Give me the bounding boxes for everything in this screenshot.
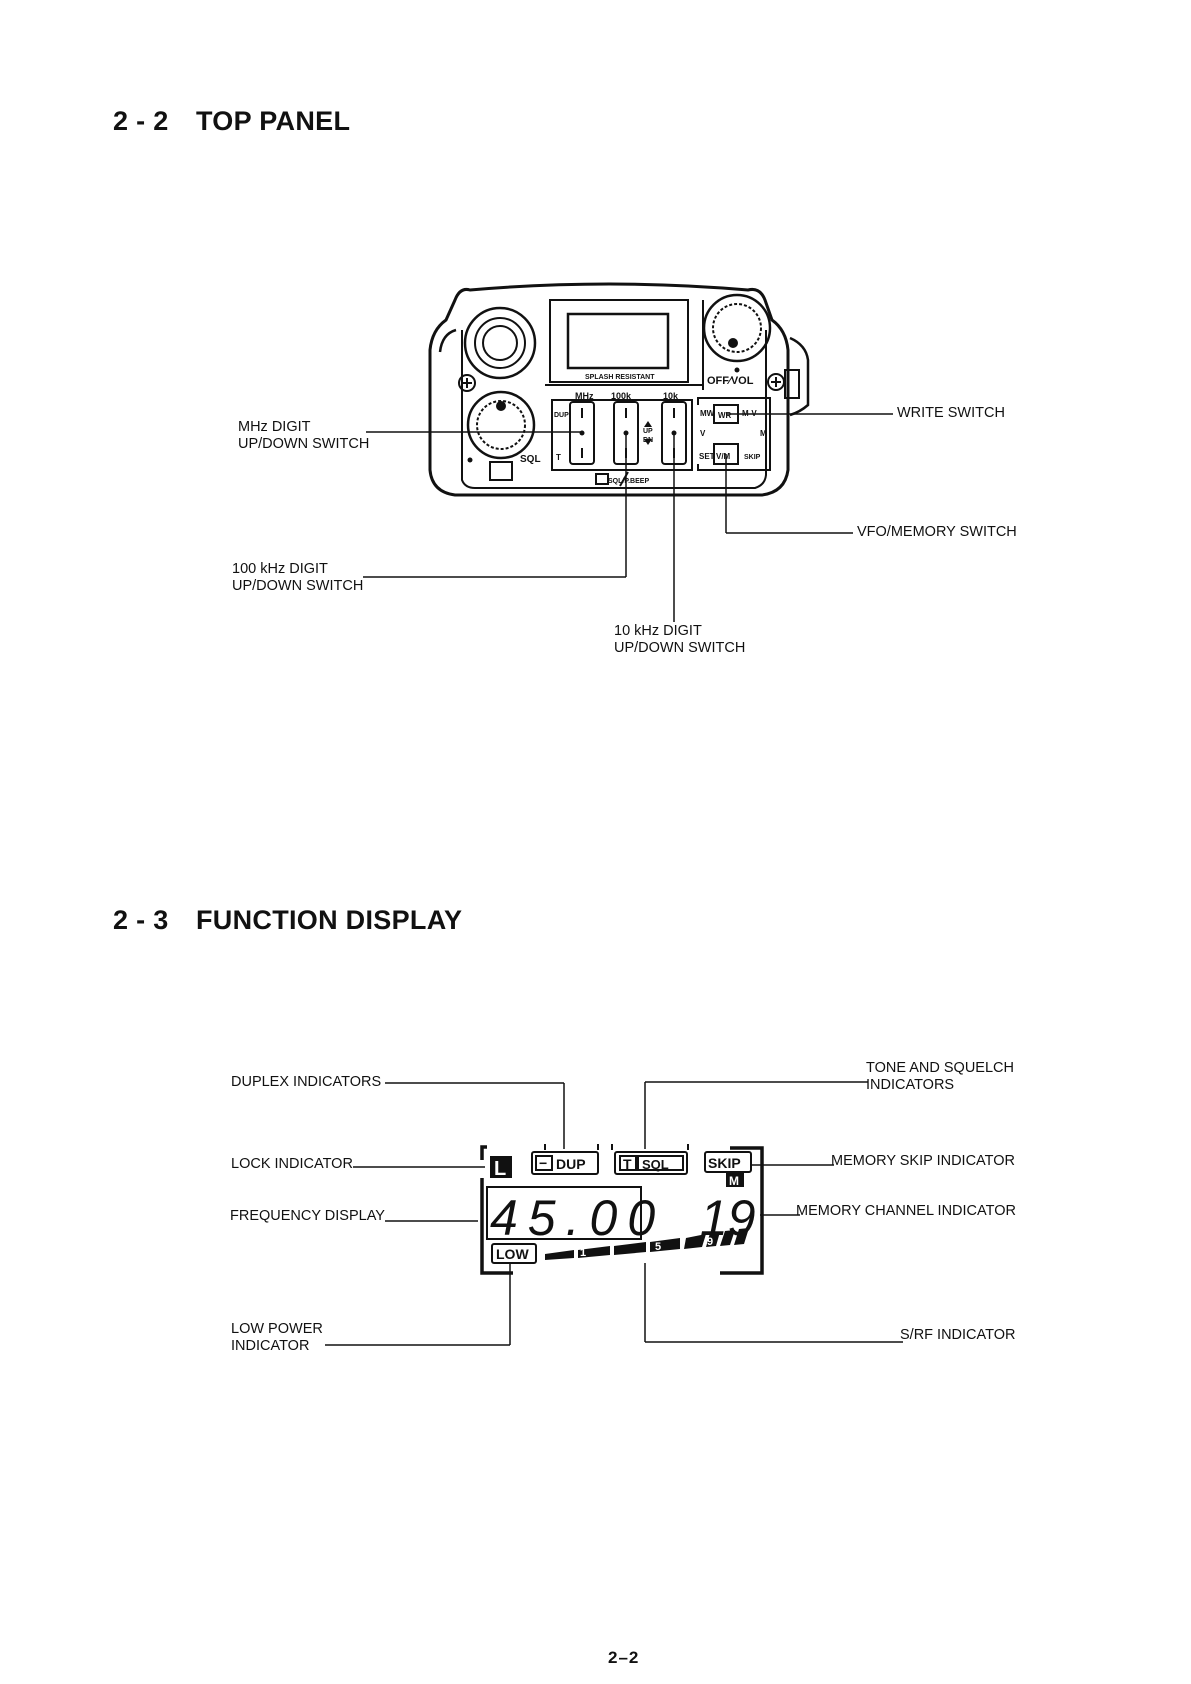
lock-indicator-text: L (494, 1158, 506, 1180)
page-number: 2–2 (608, 1648, 640, 1667)
callout-duplex-indicators: DUPLEX INDICATORS (231, 1074, 381, 1091)
up-text: UP (643, 428, 653, 435)
section-title: TOP PANEL (196, 106, 351, 136)
dup-text: DUP (554, 412, 569, 419)
set-text: SET (699, 452, 715, 461)
section-title: FUNCTION DISPLAY (196, 905, 463, 935)
screw-icon (458, 374, 476, 392)
sql-indicator: SQL (642, 1157, 669, 1172)
callout-line: DUPLEX INDICATORS (231, 1074, 382, 1090)
callout-tone-squelch-indicators: TONE AND SQUELCH INDICATORS (866, 1060, 1014, 1094)
callout-lock-indicator: LOCK INDICATOR (231, 1156, 353, 1173)
dup-indicator: DUP (556, 1156, 586, 1172)
sql-text: SQL (520, 454, 541, 465)
lcd-frame-right (720, 1146, 764, 1275)
10k-text: 10k (663, 391, 679, 401)
callout-line: UP/DOWN SWITCH (614, 640, 746, 656)
skip-text: SKIP (744, 454, 761, 461)
callout-line: UP/DOWN SWITCH (232, 578, 364, 594)
skip-indicator: SKIP (708, 1155, 741, 1171)
callout-line: WRITE SWITCH (897, 405, 1005, 421)
v-m-text: V/M (716, 452, 731, 461)
tsql-pbeep-text: SQL/P.BEEP (608, 478, 649, 485)
callout-line: MEMORY SKIP INDICATOR (831, 1153, 1015, 1169)
callout-10khz-switch: 10 kHz DIGIT UP/DOWN SWITCH (614, 623, 745, 657)
callout-line: TONE AND SQUELCH (866, 1060, 1014, 1076)
s-meter-9: 9 (707, 1236, 713, 1248)
squelch-knob-icon (466, 390, 536, 460)
display-window (549, 299, 689, 383)
callout-line: MEMORY CHANNEL INDICATOR (796, 1203, 1016, 1219)
minus-indicator: − (539, 1155, 547, 1171)
mhz-text: MHz (575, 391, 594, 401)
memory-indicator: M (729, 1174, 739, 1188)
mhz-switch-icon (569, 401, 595, 465)
off-vol-text: OFF∕VOL (707, 375, 754, 387)
callout-line: UP/DOWN SWITCH (238, 436, 370, 452)
callout-line: MHz DIGIT (238, 419, 311, 435)
s-meter-5: 5 (655, 1241, 661, 1253)
lock-indicator-box (490, 1156, 512, 1178)
callout-line: S/RF INDICATOR (900, 1327, 1016, 1343)
antenna-connector-icon (463, 306, 537, 380)
volume-knob-icon (702, 293, 772, 363)
section-heading-function-display: 2 - 3 FUNCTION DISPLAY (113, 905, 462, 936)
callout-line: INDICATOR (231, 1338, 310, 1354)
frequency-digits: 45.00 (490, 1190, 665, 1246)
mw-text: MW (700, 409, 715, 418)
s-meter-bargraph (545, 1228, 749, 1260)
callout-line: LOW POWER (231, 1321, 323, 1337)
callout-line: INDICATORS (866, 1077, 955, 1093)
lcd-frame-left (480, 1145, 513, 1275)
callout-memory-skip-indicator: MEMORY SKIP INDICATOR (831, 1153, 1015, 1170)
callout-line: FREQUENCY DISPLAY (230, 1208, 385, 1224)
section-number: 2 - 3 (113, 905, 169, 935)
callout-srf-indicator: S/RF INDICATOR (900, 1327, 1015, 1344)
callout-write-switch: WRITE SWITCH (897, 405, 1005, 422)
v-text: V (700, 429, 706, 438)
callout-memory-channel-indicator: MEMORY CHANNEL INDICATOR (796, 1203, 1016, 1220)
callout-frequency-display: FREQUENCY DISPLAY (230, 1208, 385, 1225)
wr-text: WR (718, 411, 732, 420)
m-text: M (760, 429, 767, 438)
callout-mhz-switch: MHz DIGIT UP/DOWN SWITCH (238, 419, 369, 453)
s-meter-1: 1 (580, 1247, 586, 1259)
splash-resistant-text: SPLASH RESISTANT (585, 374, 655, 381)
t-indicator: T (623, 1156, 632, 1172)
callout-line: VFO/MEMORY SWITCH (857, 524, 1017, 540)
callout-line: 10 kHz DIGIT (614, 623, 702, 639)
100k-text: 100k (611, 391, 632, 401)
dn-text: DN (643, 437, 653, 444)
callout-vfo-memory-switch: VFO/MEMORY SWITCH (857, 524, 1017, 541)
callout-100khz-switch: 100 kHz DIGIT UP/DOWN SWITCH (232, 561, 363, 595)
callout-line: 100 kHz DIGIT (232, 561, 328, 577)
t-text: T (556, 453, 561, 462)
callout-low-power-indicator: LOW POWER INDICATOR (231, 1321, 323, 1355)
callout-line: LOCK INDICATOR (231, 1156, 353, 1172)
section-number: 2 - 2 (113, 106, 169, 136)
section-heading-top-panel: 2 - 2 TOP PANEL (113, 106, 350, 137)
low-indicator: LOW (496, 1246, 529, 1262)
radio-body-outline (428, 282, 790, 497)
